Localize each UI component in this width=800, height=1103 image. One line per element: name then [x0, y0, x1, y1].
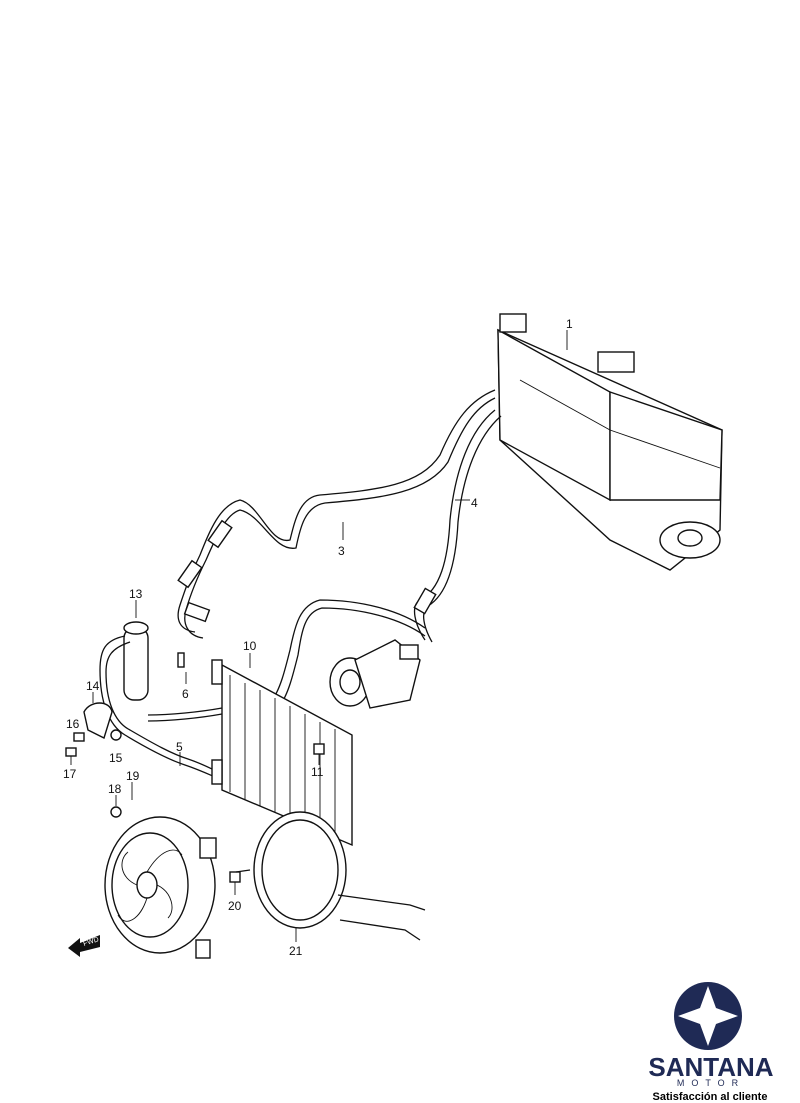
bolt-part-17 — [65, 747, 77, 765]
forward-arrow-label: FWD — [82, 936, 99, 948]
condenser-fan-part-19 — [104, 782, 217, 959]
brand-subtitle: MOTOR — [676, 1078, 746, 1088]
callout-1: 1 — [566, 317, 573, 331]
callout-11: 11 — [311, 765, 324, 779]
forward-direction-arrow-icon: FWD — [68, 935, 100, 957]
fan-shroud-part-21 — [235, 811, 426, 942]
callout-3: 3 — [338, 544, 345, 558]
pipe-part-4 — [271, 409, 502, 706]
bolt-part-16 — [73, 732, 85, 742]
callout-21: 21 — [289, 944, 303, 958]
liquid-pipe-part-5 — [99, 635, 223, 781]
callout-16: 16 — [66, 717, 80, 731]
callout-13: 13 — [129, 587, 143, 601]
receiver-drier-part-13 — [123, 600, 149, 701]
santana-logo-emblem — [674, 982, 742, 1050]
callout-17: 17 — [63, 767, 77, 781]
compressor — [329, 639, 421, 709]
callout-14: 14 — [86, 679, 100, 693]
callout-6: 6 — [182, 687, 189, 701]
bolt-part-20 — [229, 871, 241, 895]
evaporator-unit-part-1 — [497, 313, 723, 571]
callout-18: 18 — [108, 782, 122, 796]
nut-part-18 — [110, 795, 122, 818]
bracket-part-14 — [83, 692, 113, 739]
callout-4: 4 — [471, 496, 478, 510]
callout-labels: 1 3 4 5 6 10 11 13 14 15 16 17 18 19 20 … — [63, 317, 573, 958]
callout-19: 19 — [126, 769, 140, 783]
condenser-part-10 — [211, 653, 353, 847]
callout-5: 5 — [176, 740, 183, 754]
callout-15: 15 — [109, 751, 123, 765]
callout-10: 10 — [243, 639, 257, 653]
pipe-part-3 — [177, 389, 496, 639]
callout-20: 20 — [228, 899, 242, 913]
brand-tagline: Satisfacción al cliente — [652, 1091, 768, 1103]
brand-name: SANTANA — [648, 1052, 774, 1082]
bolt-part-11 — [313, 743, 325, 765]
nut-part-15 — [110, 729, 122, 741]
